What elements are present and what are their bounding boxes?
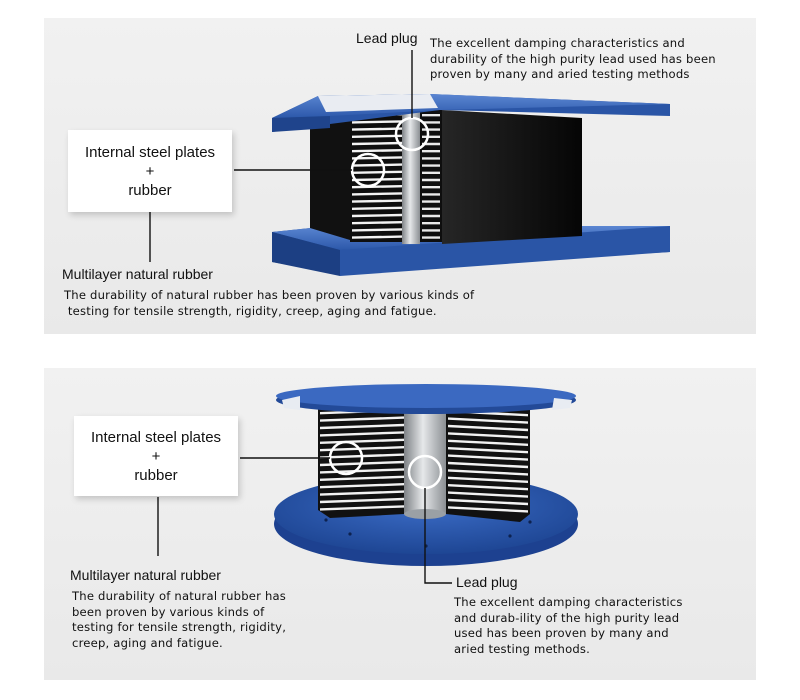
steel-shim-stripe	[320, 423, 404, 430]
steel-shim-stripe	[448, 447, 528, 454]
rubber-desc-line: testing for tensile strength, rigidity,	[72, 620, 287, 634]
lead-plug-desc-line: durability of the high purity lead used …	[430, 51, 716, 66]
steel-shim-stripe	[422, 128, 440, 131]
lead-plug-label-round: Lead plug	[456, 574, 518, 590]
multilayer-rubber-description: The durability of natural rubber has bee…	[64, 288, 474, 319]
steel-shim-stripe	[352, 206, 402, 210]
lead-plug-description-round: The excellent damping characteristics an…	[454, 595, 683, 657]
lead-plug-desc-line: aried testing methods.	[454, 641, 591, 656]
steel-shim-stripe	[352, 141, 402, 146]
steel-shim-stripe	[422, 200, 440, 203]
callout-line: Internal steel plates	[90, 428, 222, 446]
lead-plug-label: Lead plug	[356, 30, 418, 46]
multilayer-rubber-label-round: Multilayer natural rubber	[70, 567, 221, 583]
steel-shim-stripe	[448, 476, 528, 483]
lead-plug-core	[402, 104, 420, 244]
steel-shim-stripe	[422, 150, 440, 153]
steel-shim-stripe	[320, 446, 404, 452]
rubber-desc-line: The durability of natural rubber has bee…	[64, 288, 475, 302]
steel-shim-stripe	[422, 164, 440, 167]
rubber-desc-line: been proven by various kinds of	[72, 604, 265, 619]
steel-shim-stripe	[320, 483, 404, 489]
callout-line: rubber	[128, 181, 172, 199]
steel-shim-stripe	[352, 134, 402, 138]
steel-shim-stripe	[422, 178, 440, 182]
steel-shim-stripe	[352, 149, 402, 153]
lead-plug-desc-line: proven by many and aried testing methods	[430, 67, 690, 81]
steel-shim-stripe	[320, 416, 404, 422]
steel-shim-stripe	[352, 177, 402, 182]
steel-shim-stripe	[352, 199, 402, 203]
steel-shim-stripe	[422, 207, 440, 210]
steel-shim-stripe	[422, 214, 440, 218]
multilayer-rubber-label: Multilayer natural rubber	[62, 266, 213, 282]
lead-plug-desc-line: used has been proven by many and	[454, 626, 669, 640]
lead-plug-desc-line: The excellent damping characteristics an…	[430, 36, 685, 50]
steel-shim-stripe	[422, 193, 440, 196]
steel-shim-stripe	[422, 236, 440, 239]
steel-shim-stripe	[352, 170, 402, 174]
steel-shim-stripe	[352, 120, 402, 124]
steel-shim-stripe	[422, 186, 440, 189]
steel-shim-stripe	[352, 228, 402, 232]
rubber-desc-line: creep, aging and fatigue.	[72, 635, 223, 650]
steel-shim-stripe	[320, 431, 404, 437]
lead-plug-desc-line: The excellent damping characteristics	[454, 595, 683, 609]
steel-shim-stripe	[448, 439, 528, 446]
layered-rubber-section	[350, 108, 410, 242]
rubber-desc-line: The durability of natural rubber has	[72, 589, 287, 603]
steel-shim-stripe	[422, 157, 440, 160]
steel-shim-stripe	[352, 163, 402, 167]
steel-shim-stripe	[422, 171, 440, 174]
steel-shim-stripe	[352, 127, 402, 131]
steel-shim-stripe	[448, 484, 528, 491]
callout-line: +	[151, 447, 161, 465]
callout-line: +	[145, 162, 155, 180]
right-rubber-layers	[446, 402, 530, 522]
steel-shim-stripe	[422, 135, 440, 138]
steel-shim-stripe	[320, 475, 404, 481]
steel-shim-stripe	[352, 192, 402, 196]
lead-plug-desc-line: and durab-ility of the high purity lead	[454, 610, 680, 625]
steel-shim-stripe	[320, 505, 404, 511]
lead-plug-description: The excellent damping characteristics an…	[430, 36, 716, 83]
steel-shim-stripe	[448, 506, 528, 513]
steel-shim-stripe	[320, 490, 404, 496]
steel-shim-stripe	[352, 235, 402, 239]
leader-lines	[149, 50, 452, 584]
steel-shim-stripe	[352, 221, 402, 225]
right-rubber-block	[420, 106, 582, 244]
steel-shim-stripe	[448, 461, 528, 469]
steel-shim-stripe	[448, 424, 528, 432]
steel-shim-stripe	[422, 114, 440, 117]
left-rubber-block	[310, 108, 350, 240]
rubber-desc-line: testing for tensile strength, rigidity, …	[64, 303, 437, 318]
callout-line: rubber	[134, 466, 178, 484]
steel-plates-callout: Internal steel plates + rubber	[68, 130, 232, 212]
steel-shim-stripe	[352, 213, 402, 218]
multilayer-rubber-description-round: The durability of natural rubber has bee…	[72, 589, 286, 651]
circular-bearing	[274, 384, 578, 566]
callout-line: Internal steel plates	[84, 143, 216, 161]
steel-shim-stripe	[422, 142, 440, 146]
steel-shim-stripe	[448, 454, 528, 461]
steel-shim-stripe	[448, 491, 528, 498]
steel-shim-stripe	[422, 121, 440, 124]
steel-plates-callout-round: Internal steel plates + rubber	[74, 416, 238, 496]
steel-shim-stripe	[448, 432, 528, 439]
steel-shim-stripe	[422, 222, 440, 225]
steel-shim-stripe	[320, 497, 404, 504]
steel-shim-stripe	[422, 229, 440, 232]
steel-shim-stripe	[448, 498, 528, 506]
steel-shim-stripe	[448, 417, 528, 424]
rectangular-bearing	[272, 94, 670, 276]
steel-shim-stripe	[448, 469, 528, 476]
